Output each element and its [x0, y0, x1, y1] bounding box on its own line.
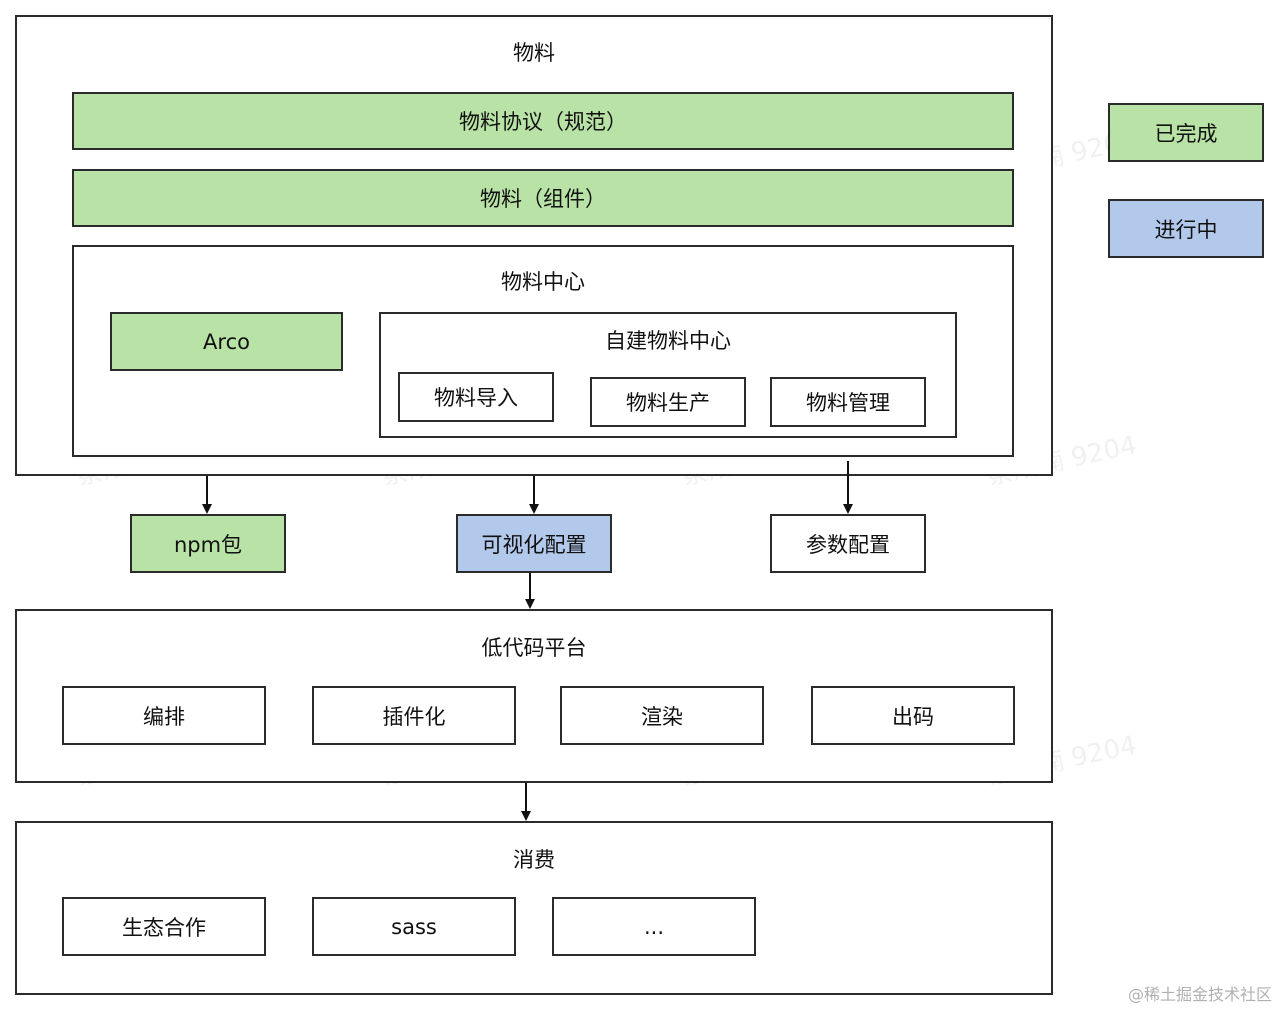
material-manage-box: 物料管理 — [770, 377, 926, 427]
material-produce-box: 物料生产 — [590, 377, 746, 427]
material-center-title: 物料中心 — [501, 270, 585, 294]
material-import-box: 物料导入 — [398, 372, 554, 422]
npm-package-box: npm包 — [130, 514, 286, 573]
consume-item-more: ... — [552, 897, 756, 956]
material-title: 物料 — [513, 41, 555, 65]
legend-in-progress: 进行中 — [1108, 199, 1264, 258]
lowcode-item-orchestration: 编排 — [62, 686, 266, 745]
lowcode-item-render: 渲染 — [560, 686, 764, 745]
consume-item-sass: sass — [312, 897, 516, 956]
consume-title: 消费 — [513, 848, 555, 872]
arco-box: Arco — [110, 312, 343, 371]
param-config-box: 参数配置 — [770, 514, 926, 573]
lowcode-platform-title: 低代码平台 — [481, 636, 587, 660]
lowcode-item-plugin: 插件化 — [312, 686, 516, 745]
visual-config-box: 可视化配置 — [456, 514, 612, 573]
material-components-box: 物料（组件） — [72, 169, 1014, 227]
consume-item-ecosystem: 生态合作 — [62, 897, 266, 956]
self-built-center-title: 自建物料中心 — [605, 329, 731, 353]
material-protocol-box: 物料协议（规范） — [72, 92, 1014, 150]
legend-done: 已完成 — [1108, 103, 1264, 162]
lowcode-item-codegen: 出码 — [811, 686, 1015, 745]
source-footer: @稀土掘金技术社区 — [1127, 985, 1272, 1004]
